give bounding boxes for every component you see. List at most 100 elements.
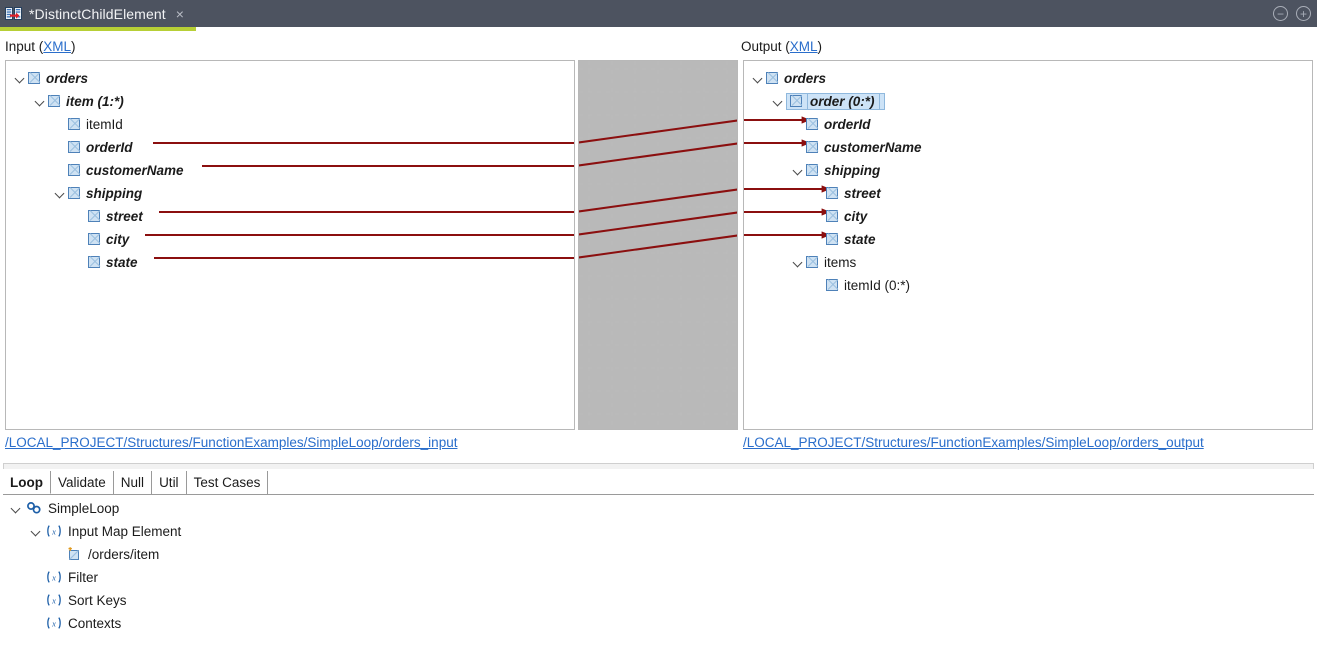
tab-util[interactable]: Util bbox=[151, 471, 187, 494]
output-node-city[interactable]: city bbox=[812, 207, 867, 225]
chevron-down-icon[interactable] bbox=[752, 72, 764, 84]
function-tree-item-simpleloop[interactable]: SimpleLoop bbox=[10, 498, 119, 518]
twisty-spacer bbox=[54, 164, 66, 176]
function-icon: x bbox=[46, 615, 62, 631]
element-checkbox-icon[interactable] bbox=[806, 141, 818, 153]
element-checkbox-icon[interactable] bbox=[88, 210, 100, 222]
element-checkbox-icon[interactable] bbox=[766, 72, 778, 84]
element-checkbox-icon[interactable] bbox=[28, 72, 40, 84]
node-content: state bbox=[88, 255, 138, 270]
output-node-customername[interactable]: customerName bbox=[792, 138, 922, 156]
output-xml-link[interactable]: XML bbox=[789, 39, 818, 54]
close-icon[interactable]: × bbox=[175, 5, 184, 22]
input-node-customername[interactable]: customerName bbox=[54, 161, 184, 179]
tab-test-cases[interactable]: Test Cases bbox=[185, 471, 269, 494]
element-checkbox-icon[interactable] bbox=[826, 187, 838, 199]
output-node-shipping[interactable]: shipping bbox=[792, 161, 880, 179]
node-label: orders bbox=[46, 70, 89, 86]
twisty-spacer bbox=[792, 141, 804, 153]
element-checkbox-icon[interactable] bbox=[806, 164, 818, 176]
tab-label: Validate bbox=[58, 475, 106, 490]
function-tree-item-orders-item[interactable]: /orders/item bbox=[50, 544, 159, 564]
input-node-city[interactable]: city bbox=[74, 230, 129, 248]
output-node-items[interactable]: items bbox=[792, 253, 856, 271]
output-node-orderid[interactable]: orderId bbox=[792, 115, 871, 133]
input-node-item-1[interactable]: item (1:*) bbox=[34, 92, 124, 110]
chevron-down-icon[interactable] bbox=[10, 502, 22, 514]
chevron-down-icon[interactable] bbox=[792, 256, 804, 268]
chevron-down-icon[interactable] bbox=[14, 72, 26, 84]
node-content: orders bbox=[28, 71, 88, 86]
input-node-itemid[interactable]: itemId bbox=[54, 115, 123, 133]
output-path-link[interactable]: /LOCAL_PROJECT/Structures/FunctionExampl… bbox=[743, 435, 1204, 450]
tab-loop[interactable]: Loop bbox=[3, 471, 51, 494]
function-tree-item-contexts[interactable]: x Contexts bbox=[30, 613, 121, 633]
twisty-spacer bbox=[30, 571, 42, 583]
input-tree-panel[interactable]: orders item (1:*) itemId orderId customerNam… bbox=[5, 60, 575, 430]
chevron-down-icon[interactable] bbox=[34, 95, 46, 107]
function-tree-item-sort-keys[interactable]: x Sort Keys bbox=[30, 590, 127, 610]
node-label: street bbox=[106, 208, 143, 224]
chevron-down-icon[interactable] bbox=[30, 525, 42, 537]
editor-tab-distinctchildelement[interactable]: *DistinctChildElement × bbox=[0, 0, 190, 27]
function-tree-label: Contexts bbox=[68, 615, 122, 631]
element-checkbox-icon[interactable] bbox=[68, 164, 80, 176]
element-checkbox-icon[interactable] bbox=[48, 95, 60, 107]
node-content: shipping bbox=[68, 186, 142, 201]
element-checkbox-icon[interactable] bbox=[68, 118, 80, 130]
element-checkbox-icon[interactable] bbox=[790, 95, 802, 107]
node-label: street bbox=[844, 185, 881, 201]
svg-text:x: x bbox=[51, 526, 56, 536]
node-label: customerName bbox=[824, 139, 922, 155]
tab-validate[interactable]: Validate bbox=[50, 471, 114, 494]
twisty-spacer bbox=[54, 118, 66, 130]
element-checkbox-icon[interactable] bbox=[826, 233, 838, 245]
node-label: itemId bbox=[86, 116, 123, 132]
output-node-street[interactable]: street bbox=[812, 184, 881, 202]
twisty-spacer bbox=[54, 141, 66, 153]
chevron-down-icon[interactable] bbox=[792, 164, 804, 176]
tab-label: Null bbox=[120, 475, 145, 490]
panel-sash[interactable] bbox=[3, 463, 1314, 469]
element-checkbox-icon[interactable] bbox=[88, 233, 100, 245]
node-content: orders bbox=[766, 71, 826, 86]
node-label: city bbox=[106, 231, 130, 247]
node-content: city bbox=[826, 209, 867, 224]
node-content: item (1:*) bbox=[48, 94, 124, 109]
chevron-down-icon[interactable] bbox=[54, 187, 66, 199]
element-checkbox-icon[interactable] bbox=[68, 187, 80, 199]
input-node-shipping[interactable]: shipping bbox=[54, 184, 142, 202]
element-icon bbox=[66, 546, 82, 562]
mapping-grid-panel[interactable] bbox=[578, 60, 738, 430]
element-checkbox-icon[interactable] bbox=[68, 141, 80, 153]
node-label: state bbox=[844, 231, 876, 247]
svg-text:x: x bbox=[51, 595, 56, 605]
input-node-orders[interactable]: orders bbox=[14, 69, 88, 87]
element-checkbox-icon[interactable] bbox=[88, 256, 100, 268]
output-tree-panel[interactable]: orders order (0:*) orderId customerName ship… bbox=[743, 60, 1313, 430]
input-path-link[interactable]: /LOCAL_PROJECT/Structures/FunctionExampl… bbox=[5, 435, 458, 450]
output-node-orders[interactable]: orders bbox=[752, 69, 826, 87]
minimize-icon[interactable]: − bbox=[1273, 6, 1288, 21]
input-node-street[interactable]: street bbox=[74, 207, 143, 225]
chevron-down-icon[interactable] bbox=[772, 95, 784, 107]
function-tree-label: Sort Keys bbox=[68, 592, 127, 608]
output-node-state[interactable]: state bbox=[812, 230, 876, 248]
output-node-order-0[interactable]: order (0:*) bbox=[772, 92, 885, 110]
input-node-state[interactable]: state bbox=[74, 253, 138, 271]
output-node-itemid-0[interactable]: itemId (0:*) bbox=[812, 276, 910, 294]
element-checkbox-icon[interactable] bbox=[826, 279, 838, 291]
element-checkbox-icon[interactable] bbox=[806, 118, 818, 130]
node-label: orderId bbox=[824, 116, 871, 132]
tab-null[interactable]: Null bbox=[112, 471, 153, 494]
input-node-orderid[interactable]: orderId bbox=[54, 138, 133, 156]
input-xml-link[interactable]: XML bbox=[43, 39, 72, 54]
twisty-spacer bbox=[50, 548, 62, 560]
maximize-icon[interactable]: + bbox=[1296, 6, 1311, 21]
element-checkbox-icon[interactable] bbox=[806, 256, 818, 268]
element-checkbox-icon[interactable] bbox=[826, 210, 838, 222]
function-icon: x bbox=[46, 523, 62, 539]
node-content: state bbox=[826, 232, 876, 247]
